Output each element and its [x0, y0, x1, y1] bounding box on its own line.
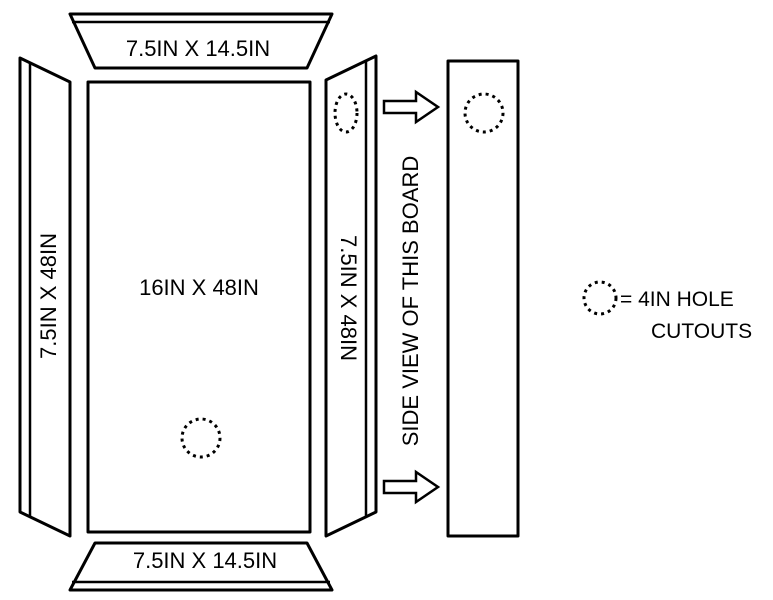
arrow-bottom — [382, 469, 441, 505]
left-board: 7.5IN X 48IN — [18, 56, 72, 538]
legend: = 4IN HOLE CUTOUTS — [582, 280, 752, 343]
bottom-board: 7.5IN X 14.5IN — [68, 541, 334, 592]
left-board-label: 7.5IN X 48IN — [36, 233, 61, 359]
top-board: 7.5IN X 14.5IN — [68, 12, 334, 70]
top-board-label: 7.5IN X 14.5IN — [126, 36, 270, 61]
side-view-board — [446, 59, 520, 538]
legend-line-1: = 4IN HOLE — [620, 288, 734, 311]
right-board: 7.5IN X 48IN — [324, 54, 378, 538]
center-board-label: 16IN X 48IN — [139, 275, 259, 300]
side-view-hole-cutout — [463, 92, 505, 134]
bottom-board-label: 7.5IN X 14.5IN — [133, 548, 277, 573]
legend-hole-icon — [582, 280, 618, 316]
right-board-label: 7.5IN X 48IN — [336, 235, 361, 361]
arrow-top — [382, 89, 441, 125]
legend-line-2: CUTOUTS — [651, 320, 752, 343]
center-hole-cutout — [180, 417, 222, 459]
side-view-label: SIDE VIEW OF THIS BOARD — [398, 156, 423, 447]
center-board: 16IN X 48IN — [86, 80, 312, 534]
right-board-hole-cutout — [333, 92, 359, 134]
